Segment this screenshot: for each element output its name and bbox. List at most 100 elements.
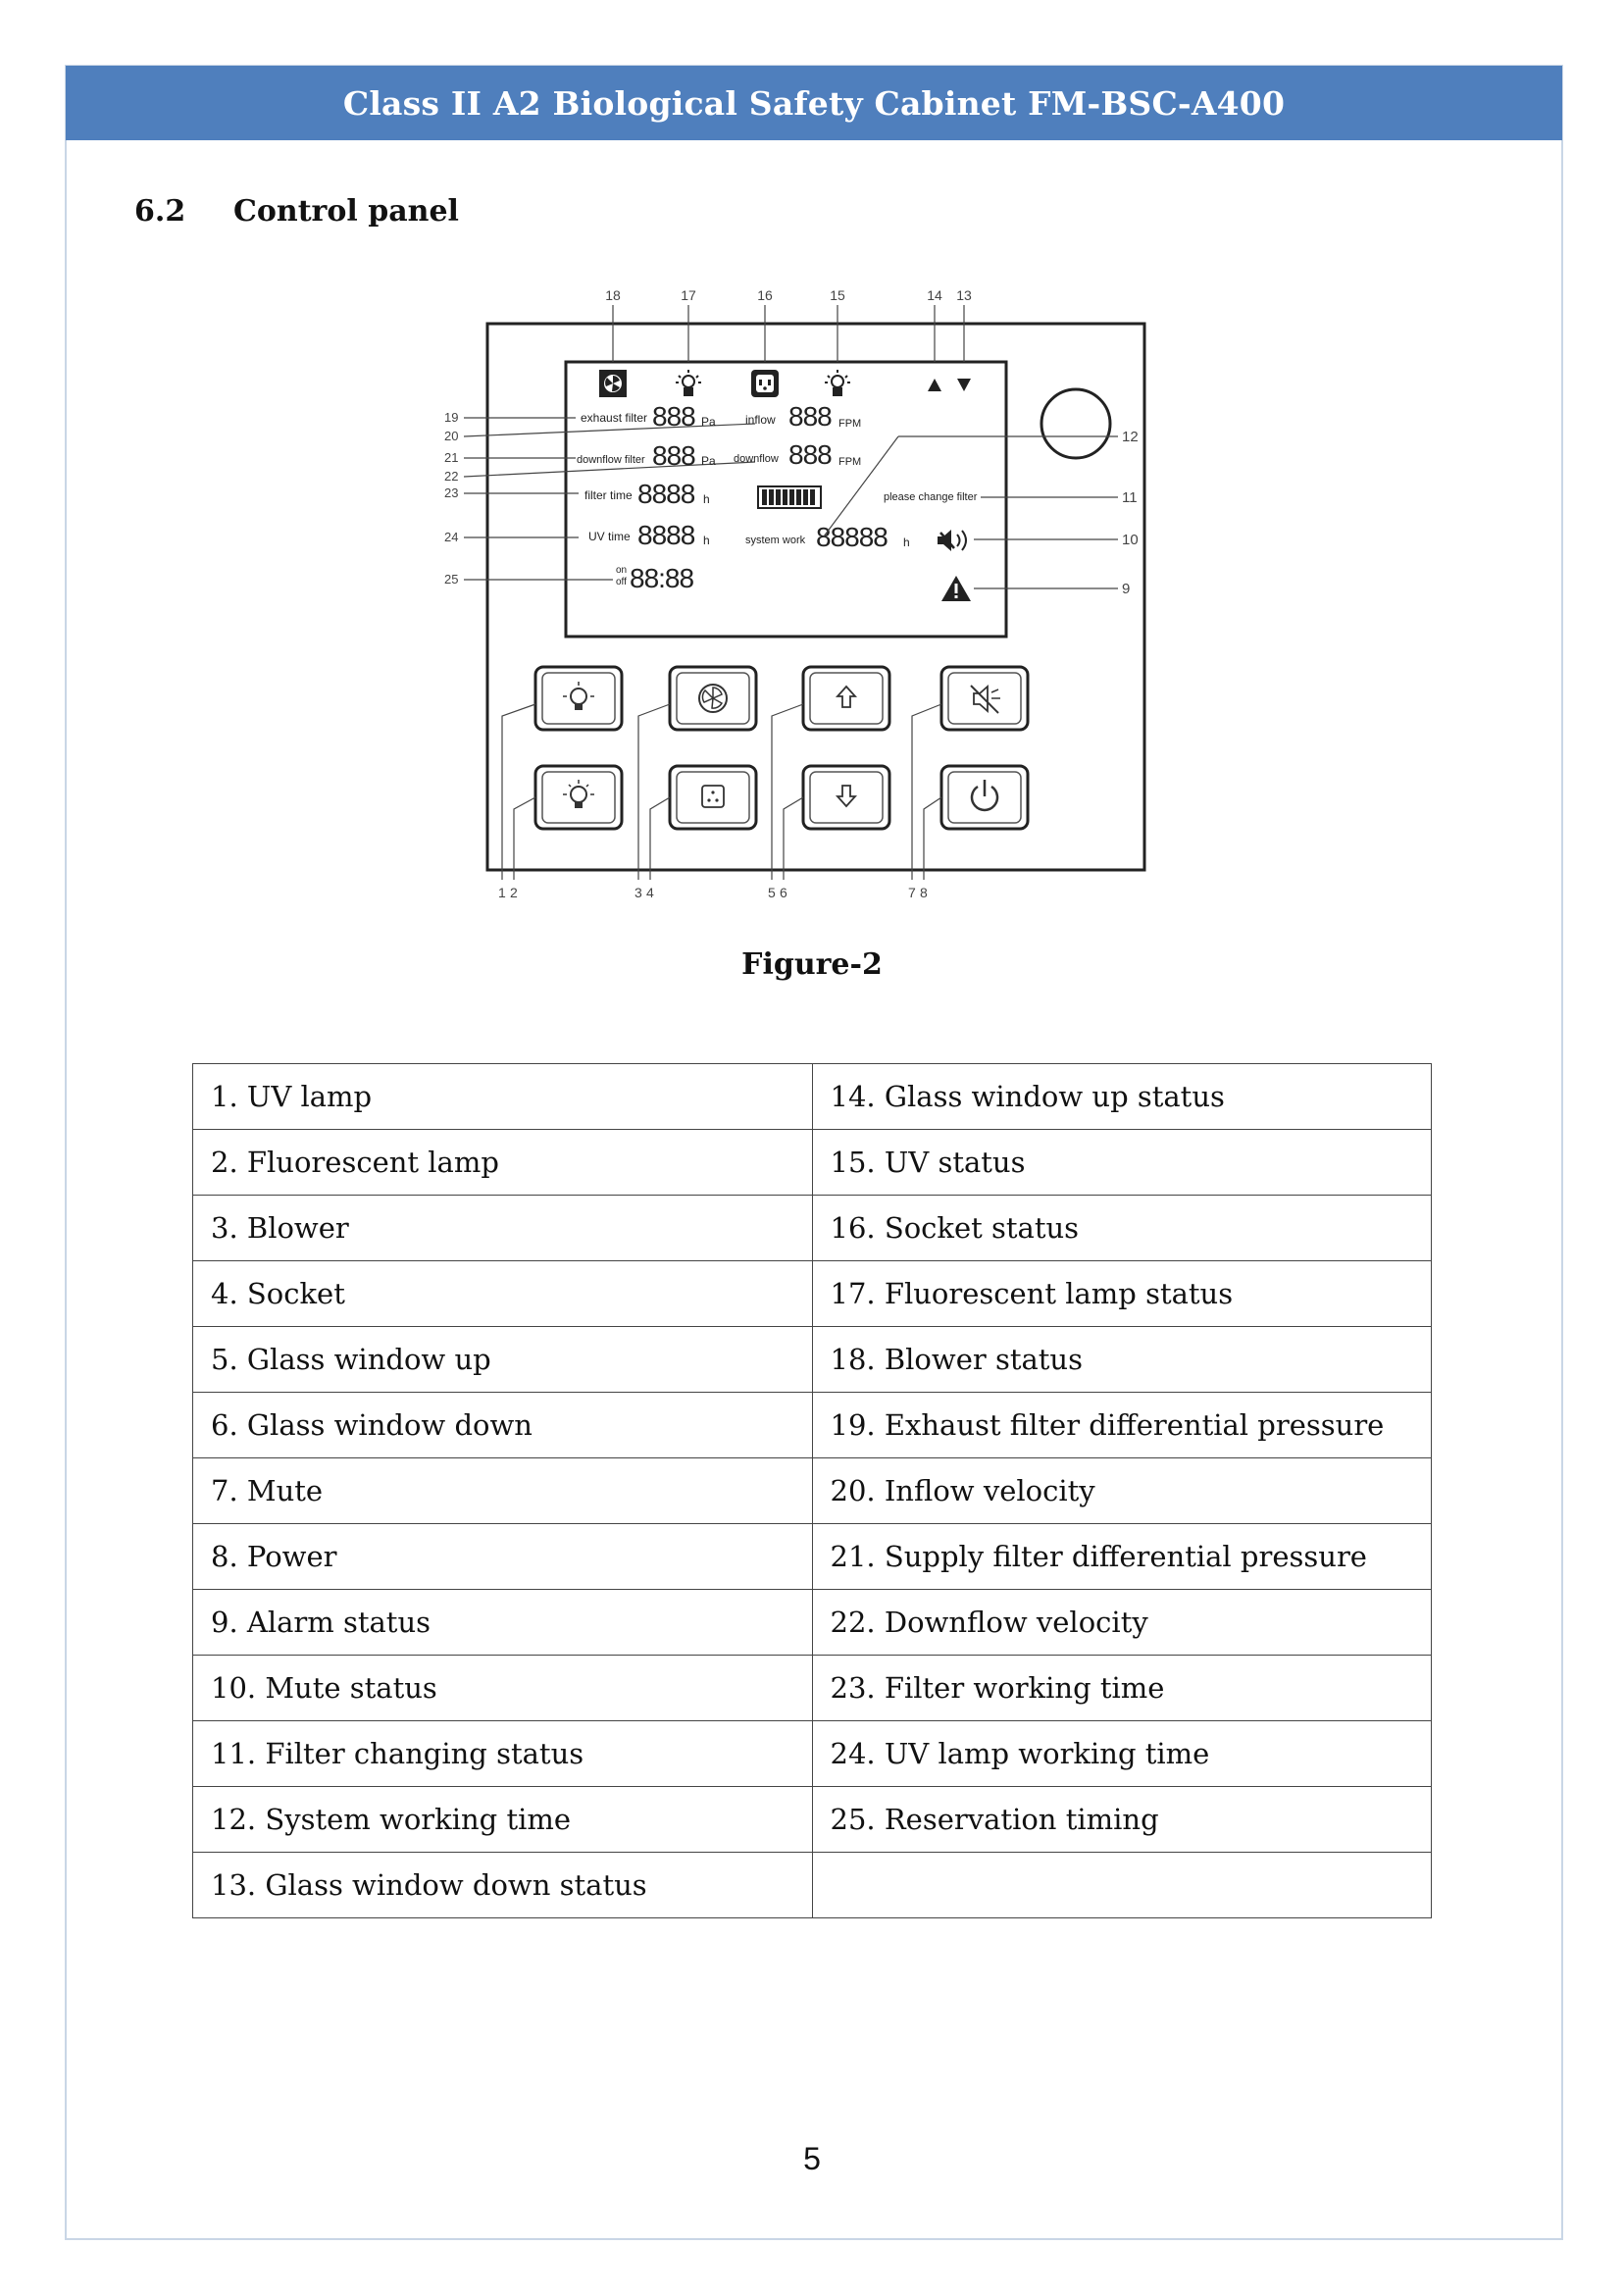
control-panel-diagram: 18 17 16 15 14 13 xyxy=(444,287,1146,900)
system-work-value: 88888 xyxy=(816,522,888,552)
legend-cell: 1. UV lamp xyxy=(192,1063,813,1130)
callout-7: 7 xyxy=(908,885,916,900)
leader-line xyxy=(513,796,536,880)
uv-time-label: UV time xyxy=(588,530,631,543)
top-callouts: 18 17 16 15 14 13 xyxy=(605,287,972,362)
legend-cell: 24. UV lamp working time xyxy=(811,1720,1432,1787)
blower-button[interactable] xyxy=(668,665,758,732)
system-work-label: system work xyxy=(745,535,806,546)
fluorescent-lamp-icon xyxy=(676,370,701,396)
filter-time-label: filter time xyxy=(584,488,633,502)
callout-17: 17 xyxy=(681,287,696,303)
callout-14: 14 xyxy=(927,287,942,303)
callout-20: 20 xyxy=(444,429,458,443)
callout-3: 3 xyxy=(634,885,642,900)
legend-cell: 15. UV status xyxy=(811,1129,1432,1196)
legend-cell: 18. Blower status xyxy=(811,1326,1432,1393)
downflow-label: downflow xyxy=(734,453,779,465)
uv-time-value: 8888 xyxy=(637,520,695,550)
downflow-filter-value: 888 xyxy=(652,440,695,471)
callout-13: 13 xyxy=(956,287,972,303)
legend-cell: 16. Socket status xyxy=(811,1195,1432,1261)
alarm-warning-icon xyxy=(941,576,971,601)
fluorescent-lamp-button[interactable] xyxy=(533,764,624,831)
callout-22: 22 xyxy=(444,469,458,484)
leader-line xyxy=(911,703,942,880)
legend-cell: 12. System working time xyxy=(192,1786,813,1853)
legend-cell: 23. Filter working time xyxy=(811,1655,1432,1721)
filter-time-value: 8888 xyxy=(637,479,695,509)
legend-cell: 9. Alarm status xyxy=(192,1589,813,1656)
header-band: Class II A2 Biological Safety Cabinet FM… xyxy=(66,66,1562,140)
window-down-button[interactable] xyxy=(801,764,891,831)
legend-cell: 22. Downflow velocity xyxy=(811,1589,1432,1656)
legend-cell: 7. Mute xyxy=(192,1457,813,1524)
callout-23: 23 xyxy=(444,485,458,500)
system-work-unit: h xyxy=(903,536,910,549)
uv-time-unit: h xyxy=(703,534,710,547)
callout-10: 10 xyxy=(1122,532,1139,548)
legend-cell xyxy=(811,1852,1432,1918)
window-down-status-icon xyxy=(957,379,971,391)
fan-icon xyxy=(599,370,627,397)
callout-15: 15 xyxy=(830,287,845,303)
uv-lamp-button[interactable] xyxy=(533,665,624,732)
on-label: on xyxy=(616,565,627,576)
section-title: Control panel xyxy=(233,194,459,229)
control-knob xyxy=(1040,387,1112,460)
lcd-right-readings: inflow 888 FPM downflow 888 FPM please c… xyxy=(734,401,978,601)
socket-button[interactable] xyxy=(668,764,758,831)
off-label: off xyxy=(616,577,627,587)
left-callouts: 19 20 21 22 23 24 25 xyxy=(444,410,756,587)
legend-cell: 4. Socket xyxy=(192,1260,813,1327)
legend-cell: 14. Glass window up status xyxy=(811,1063,1432,1130)
legend-cell: 6. Glass window down xyxy=(192,1392,813,1458)
callout-24: 24 xyxy=(444,530,458,544)
legend-cell: 19. Exhaust filter differential pressure xyxy=(811,1392,1432,1458)
callout-6: 6 xyxy=(780,885,787,900)
legend-cell: 10. Mute status xyxy=(192,1655,813,1721)
document-title: Class II A2 Biological Safety Cabinet FM… xyxy=(342,83,1286,123)
inflow-value: 888 xyxy=(788,401,832,432)
leader-line xyxy=(823,435,899,537)
legend-cell: 21. Supply filter differential pressure xyxy=(811,1523,1432,1590)
callout-19: 19 xyxy=(444,410,458,425)
legend-cell: 20. Inflow velocity xyxy=(811,1457,1432,1524)
control-panel-figure: 18 17 16 15 14 13 xyxy=(431,280,1157,907)
power-button[interactable] xyxy=(939,764,1030,831)
callout-5: 5 xyxy=(768,885,776,900)
leader-line xyxy=(783,796,804,880)
legend-cell: 3. Blower xyxy=(192,1195,813,1261)
mute-button[interactable] xyxy=(939,665,1030,732)
window-up-button[interactable] xyxy=(801,665,891,732)
callout-9: 9 xyxy=(1122,581,1130,597)
callout-11: 11 xyxy=(1122,489,1138,506)
page-number: 5 xyxy=(803,2141,821,2176)
figure-caption: Figure-2 xyxy=(741,947,883,982)
mute-status-icon xyxy=(938,530,967,551)
leader-line xyxy=(771,703,804,880)
leader-line xyxy=(649,796,671,880)
bottom-callout-leaders xyxy=(501,703,942,880)
downflow-unit: FPM xyxy=(838,456,861,468)
table-row: 13. Glass window down status xyxy=(192,1852,1432,1918)
filter-time-unit: h xyxy=(703,492,710,506)
inflow-unit: FPM xyxy=(838,418,861,430)
uv-lamp-icon xyxy=(825,370,850,396)
bottom-callouts: 1 2 3 4 5 6 7 8 xyxy=(498,885,928,900)
callout-21: 21 xyxy=(444,450,458,465)
progress-bar-icon xyxy=(757,485,822,509)
downflow-filter-label: downflow filter xyxy=(577,454,645,466)
legend-cell: 11. Filter changing status xyxy=(192,1720,813,1787)
please-change-filter-label: please change filter xyxy=(884,491,978,503)
right-callouts: 12 11 10 9 xyxy=(823,429,1139,597)
